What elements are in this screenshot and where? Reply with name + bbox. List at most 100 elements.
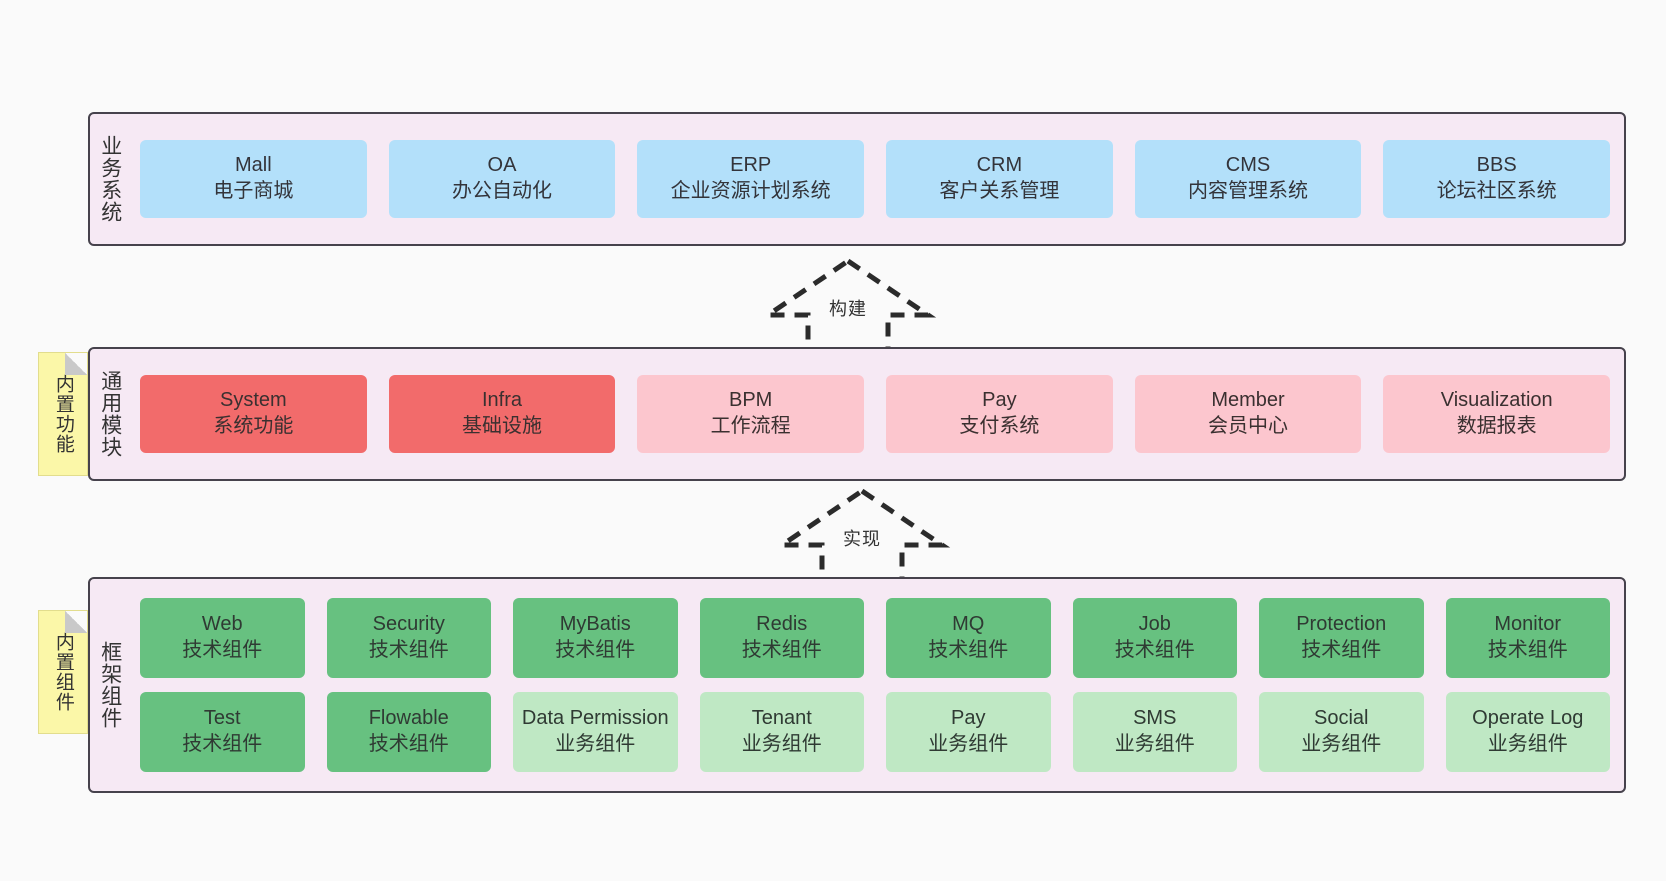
node-subtitle: 技术组件 bbox=[1301, 639, 1382, 661]
node-oa[interactable]: OA 办公自动化 bbox=[388, 140, 616, 218]
node-crm[interactable]: CRM 客户关系管理 bbox=[886, 140, 1113, 218]
node-title: Pay bbox=[982, 389, 1017, 412]
node-title: BBS bbox=[1476, 154, 1517, 177]
node-pay-module[interactable]: Pay 支付系统 bbox=[886, 375, 1113, 453]
node-operate-log[interactable]: Operate Log 业务组件 bbox=[1445, 692, 1610, 772]
node-subtitle: 论坛社区系统 bbox=[1436, 180, 1557, 202]
layer-framework-components: 框架组件 Web 技术组件 Security 技术组件 MyBatis 技术组件… bbox=[88, 577, 1626, 793]
node-subtitle: 客户关系管理 bbox=[939, 180, 1060, 202]
module-node-row: System 系统功能 Infra 基础设施 BPM 工作流程 Pay 支付系统… bbox=[140, 375, 1611, 453]
node-title: Data Permission bbox=[521, 707, 669, 730]
node-subtitle: 内容管理系统 bbox=[1188, 180, 1309, 202]
node-mq[interactable]: MQ 技术组件 bbox=[886, 598, 1051, 678]
node-subtitle: 技术组件 bbox=[555, 639, 636, 661]
layer-body-framework-components: Web 技术组件 Security 技术组件 MyBatis 技术组件 Redi… bbox=[130, 579, 1624, 791]
node-title: Security bbox=[372, 613, 445, 636]
sticky-note-builtin-functions: 内置功能 bbox=[38, 352, 88, 476]
node-title: Protection bbox=[1296, 613, 1387, 636]
connector-build-label: 构建 bbox=[829, 299, 867, 319]
node-mybatis[interactable]: MyBatis 技术组件 bbox=[513, 598, 678, 678]
business-node-row: Mall 电子商城 OA 办公自动化 ERP 企业资源计划系统 CRM 客户关系… bbox=[140, 140, 1611, 218]
node-title: SMS bbox=[1133, 707, 1177, 730]
node-title: Redis bbox=[756, 613, 808, 636]
node-title: Monitor bbox=[1494, 613, 1562, 636]
node-security[interactable]: Security 技术组件 bbox=[326, 598, 491, 678]
node-bbs[interactable]: BBS 论坛社区系统 bbox=[1383, 140, 1611, 218]
node-subtitle: 基础设施 bbox=[462, 415, 542, 437]
node-title: ERP bbox=[730, 154, 772, 177]
node-pay-component[interactable]: Pay 业务组件 bbox=[886, 692, 1051, 772]
node-web[interactable]: Web 技术组件 bbox=[140, 598, 305, 678]
layer-common-modules: 通用模块 System 系统功能 Infra 基础设施 BPM 工作流程 Pay… bbox=[88, 347, 1626, 481]
node-title: Mall bbox=[235, 154, 272, 177]
node-visualization[interactable]: Visualization 数据报表 bbox=[1383, 375, 1611, 453]
node-protection[interactable]: Protection 技术组件 bbox=[1259, 598, 1424, 678]
node-erp[interactable]: ERP 企业资源计划系统 bbox=[637, 140, 865, 218]
node-subtitle: 企业资源计划系统 bbox=[670, 180, 831, 202]
layer-body-common-modules: System 系统功能 Infra 基础设施 BPM 工作流程 Pay 支付系统… bbox=[130, 349, 1624, 479]
layer-business-system: 业务系统 Mall 电子商城 OA 办公自动化 ERP 企业资源计划系统 CRM… bbox=[88, 112, 1626, 246]
node-title: Test bbox=[203, 707, 241, 730]
node-title: Member bbox=[1211, 389, 1285, 412]
node-title: Flowable bbox=[368, 707, 449, 730]
node-subtitle: 业务组件 bbox=[555, 733, 636, 755]
layer-label-business-system: 业务系统 bbox=[98, 135, 122, 223]
node-bpm[interactable]: BPM 工作流程 bbox=[637, 375, 865, 453]
node-subtitle: 技术组件 bbox=[182, 733, 263, 755]
node-subtitle: 业务组件 bbox=[1487, 733, 1568, 755]
node-subtitle: 数据报表 bbox=[1456, 415, 1537, 437]
connector-realize-label: 实现 bbox=[843, 529, 881, 549]
layer-label-common-modules: 通用模块 bbox=[98, 370, 122, 458]
node-subtitle: 技术组件 bbox=[741, 639, 822, 661]
framework-business-row: Test 技术组件 Flowable 技术组件 Data Permission … bbox=[140, 692, 1610, 772]
node-subtitle: 会员中心 bbox=[1208, 415, 1289, 437]
connector-realize-arrow: 实现 bbox=[772, 485, 952, 585]
node-subtitle: 业务组件 bbox=[1301, 733, 1382, 755]
node-title: System bbox=[219, 389, 287, 412]
node-title: CMS bbox=[1225, 154, 1271, 177]
node-flowable[interactable]: Flowable 技术组件 bbox=[326, 692, 491, 772]
node-title: MyBatis bbox=[559, 613, 631, 636]
node-cms[interactable]: CMS 内容管理系统 bbox=[1134, 140, 1362, 218]
node-test[interactable]: Test 技术组件 bbox=[140, 692, 305, 772]
node-subtitle: 技术组件 bbox=[1114, 639, 1195, 661]
node-title: Operate Log bbox=[1472, 707, 1584, 730]
node-subtitle: 业务组件 bbox=[741, 733, 822, 755]
layer-label-framework-components: 框架组件 bbox=[98, 641, 122, 729]
node-monitor[interactable]: Monitor 技术组件 bbox=[1445, 598, 1610, 678]
layer-body-business-system: Mall 电子商城 OA 办公自动化 ERP 企业资源计划系统 CRM 客户关系… bbox=[130, 114, 1624, 244]
node-mall[interactable]: Mall 电子商城 bbox=[140, 140, 367, 218]
node-title: CRM bbox=[976, 154, 1023, 177]
node-data-permission[interactable]: Data Permission 业务组件 bbox=[513, 692, 678, 772]
node-member[interactable]: Member 会员中心 bbox=[1134, 375, 1362, 453]
node-title: MQ bbox=[952, 613, 985, 636]
framework-tech-row: Web 技术组件 Security 技术组件 MyBatis 技术组件 Redi… bbox=[140, 598, 1610, 678]
node-subtitle: 业务组件 bbox=[928, 733, 1009, 755]
node-system[interactable]: System 系统功能 bbox=[140, 375, 367, 453]
node-subtitle: 办公自动化 bbox=[452, 180, 552, 202]
node-title: Social bbox=[1314, 707, 1369, 730]
node-sms[interactable]: SMS 业务组件 bbox=[1072, 692, 1237, 772]
connector-build-arrow: 构建 bbox=[758, 255, 938, 355]
node-subtitle: 工作流程 bbox=[710, 415, 791, 437]
node-subtitle: 技术组件 bbox=[928, 639, 1009, 661]
node-subtitle: 技术组件 bbox=[368, 733, 449, 755]
node-title: Pay bbox=[951, 707, 986, 730]
node-tenant[interactable]: Tenant 业务组件 bbox=[699, 692, 864, 772]
node-job[interactable]: Job 技术组件 bbox=[1072, 598, 1237, 678]
node-subtitle: 技术组件 bbox=[368, 639, 449, 661]
node-subtitle: 技术组件 bbox=[182, 639, 263, 661]
node-social[interactable]: Social 业务组件 bbox=[1259, 692, 1424, 772]
node-title: Tenant bbox=[751, 707, 812, 730]
sticky-note-builtin-components: 内置组件 bbox=[38, 610, 88, 734]
node-redis[interactable]: Redis 技术组件 bbox=[699, 598, 864, 678]
node-subtitle: 业务组件 bbox=[1114, 733, 1195, 755]
node-infra[interactable]: Infra 基础设施 bbox=[388, 375, 616, 453]
node-title: Job bbox=[1138, 613, 1171, 636]
node-title: Infra bbox=[481, 389, 523, 412]
node-subtitle: 支付系统 bbox=[959, 415, 1040, 437]
node-subtitle: 电子商城 bbox=[213, 180, 294, 202]
node-title: OA bbox=[487, 154, 517, 177]
node-title: Web bbox=[201, 613, 243, 636]
node-subtitle: 技术组件 bbox=[1487, 639, 1568, 661]
